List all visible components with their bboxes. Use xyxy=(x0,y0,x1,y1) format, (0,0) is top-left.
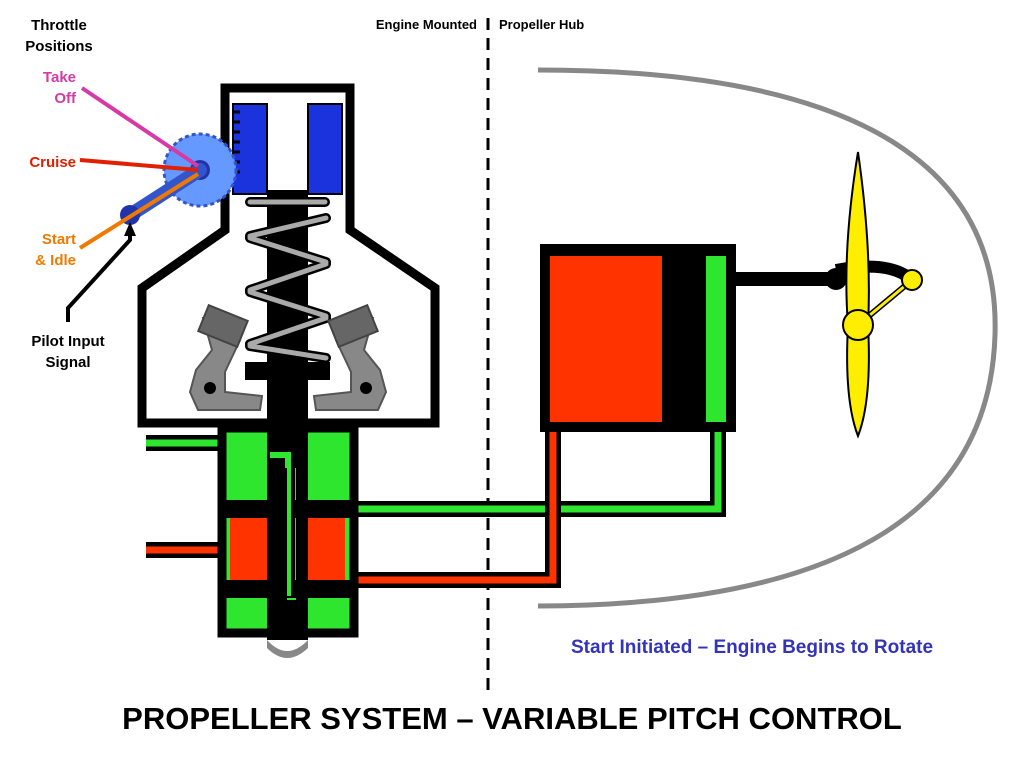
start-label-line1: Start xyxy=(42,231,76,248)
flyweight-block-right xyxy=(307,103,343,195)
cruise-pointer xyxy=(79,158,199,172)
takeoff-label-line1: Take xyxy=(43,69,76,86)
pitch-cylinder-icon xyxy=(540,244,917,432)
throttle-heading-line1: Throttle xyxy=(31,17,87,34)
pilot-input-label-line1: Pilot Input xyxy=(31,333,104,350)
pilot-input-label-line2: Signal xyxy=(45,354,90,371)
propeller-hub-outline xyxy=(537,67,998,609)
start-label-line2: & Idle xyxy=(35,252,76,269)
throttle-heading-line2: Positions xyxy=(25,38,93,55)
pilot-valve-icon xyxy=(217,423,359,658)
page-title: PROPELLER SYSTEM – VARIABLE PITCH CONTRO… xyxy=(122,701,902,736)
propeller-hub-label: Propeller Hub xyxy=(499,17,584,32)
takeoff-pointer xyxy=(80,86,200,168)
spring-seat xyxy=(245,362,330,380)
flyweight-block-left xyxy=(232,103,268,195)
engine-mounted-label: Engine Mounted xyxy=(376,17,477,32)
cruise-label: Cruise xyxy=(29,154,76,171)
start-idle-pointer xyxy=(78,172,200,250)
pilot-input-arrowhead xyxy=(124,222,136,236)
takeoff-label-line2: Off xyxy=(54,90,77,107)
pilot-input-arrow xyxy=(66,232,132,322)
oil-lines xyxy=(146,425,726,588)
propeller-blade-icon xyxy=(842,151,923,439)
status-caption: Start Initiated – Engine Begins to Rotat… xyxy=(571,637,933,658)
spring-icon xyxy=(245,197,331,363)
flyweight-icon xyxy=(188,303,388,411)
